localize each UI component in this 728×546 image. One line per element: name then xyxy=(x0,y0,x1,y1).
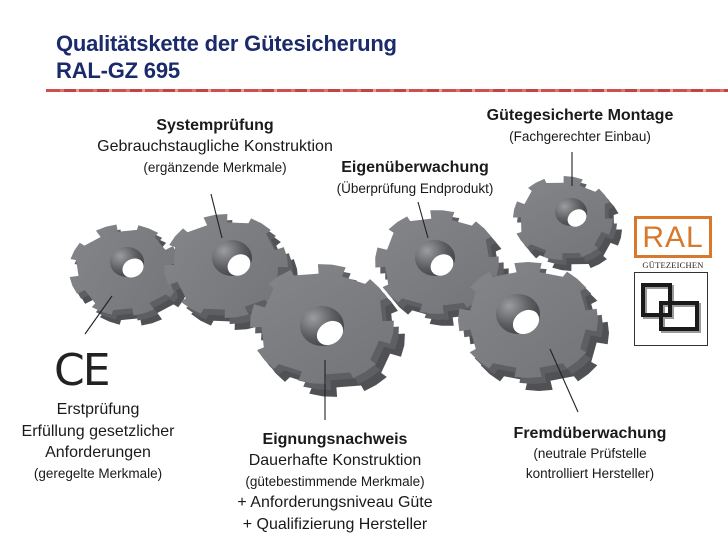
systempruefung-heading: Systemprüfung xyxy=(156,117,274,134)
erstpruefung-line3: Anforderungen xyxy=(45,444,151,461)
leader-lines xyxy=(84,152,579,420)
systempruefung-line1: Gebrauchstaugliche Konstruktion xyxy=(97,138,333,155)
eignungsnachweis-line1: Dauerhafte Konstruktion xyxy=(248,452,422,469)
title-line-1: Qualitätskette der Gütesicherung xyxy=(56,31,397,56)
erstpruefung-line4: (geregelte Merkmale) xyxy=(33,465,163,481)
label-eignungsnachweis: Eignungsnachweis Dauerhafte Konstruktion… xyxy=(210,430,460,536)
ral-logo: RAL GÜTEZEICHEN xyxy=(634,216,712,346)
ral-quality-mark-icon xyxy=(634,272,708,346)
ral-text: RAL xyxy=(634,216,712,258)
title-divider xyxy=(46,89,728,92)
gear-systempruefung-icon xyxy=(154,205,308,339)
leader-erstpruefung xyxy=(84,295,113,335)
erstpruefung-line1: Erstprüfung xyxy=(56,401,140,418)
fremdueberwachung-line2: kontrolliert Hersteller) xyxy=(525,466,655,481)
gear-erstpruefung-icon xyxy=(53,211,205,339)
ral-subtitle: GÜTEZEICHEN xyxy=(642,260,704,270)
gear-montage-icon xyxy=(503,168,632,279)
montage-line1: (Fachgerechter Einbau) xyxy=(509,129,651,144)
eigenueberwachung-line1: (Überprüfung Endprodukt) xyxy=(336,181,494,196)
eignungsnachweis-heading: Eignungsnachweis xyxy=(262,431,408,448)
eignungsnachweis-line4: + Qualifizierung Hersteller xyxy=(242,516,428,533)
leader-eigenueberwachung xyxy=(417,201,429,239)
label-eigenueberwachung: Eigenüberwachung (Überprüfung Endprodukt… xyxy=(310,158,520,200)
label-systempruefung: Systemprüfung Gebrauchstaugliche Konstru… xyxy=(55,116,375,178)
fremdueberwachung-line1: (neutrale Prüfstelle xyxy=(533,446,647,461)
title-line-2: RAL-GZ 695 xyxy=(56,58,180,83)
label-montage: Gütegesicherte Montage (Fachgerechter Ei… xyxy=(470,106,690,148)
ce-mark-icon: CE xyxy=(54,345,111,396)
label-erstpruefung: Erstprüfung Erfüllung gesetzlicher Anfor… xyxy=(0,399,196,484)
montage-heading: Gütegesicherte Montage xyxy=(486,107,674,124)
page-title: Qualitätskette der Gütesicherung RAL-GZ … xyxy=(56,30,397,84)
eignungsnachweis-line2: (gütebestimmende Merkmale) xyxy=(245,474,425,489)
gear-fremdueberwachung-icon xyxy=(458,262,609,391)
fremdueberwachung-heading: Fremdüberwachung xyxy=(513,425,667,442)
leader-fremdueberwachung xyxy=(549,348,579,413)
gear-eignungsnachweis-icon xyxy=(240,256,415,405)
eigenueberwachung-heading: Eigenüberwachung xyxy=(341,159,489,176)
eignungsnachweis-line3: + Anforderungsniveau Güte xyxy=(237,494,433,511)
label-fremdueberwachung: Fremdüberwachung (neutrale Prüfstelle ko… xyxy=(480,424,700,484)
gear-eigenueberwachung-icon xyxy=(369,205,515,331)
erstpruefung-line2: Erfüllung gesetzlicher xyxy=(21,422,175,440)
leader-systempruefung xyxy=(210,193,223,239)
systempruefung-line2: (ergänzende Merkmale) xyxy=(143,160,287,175)
